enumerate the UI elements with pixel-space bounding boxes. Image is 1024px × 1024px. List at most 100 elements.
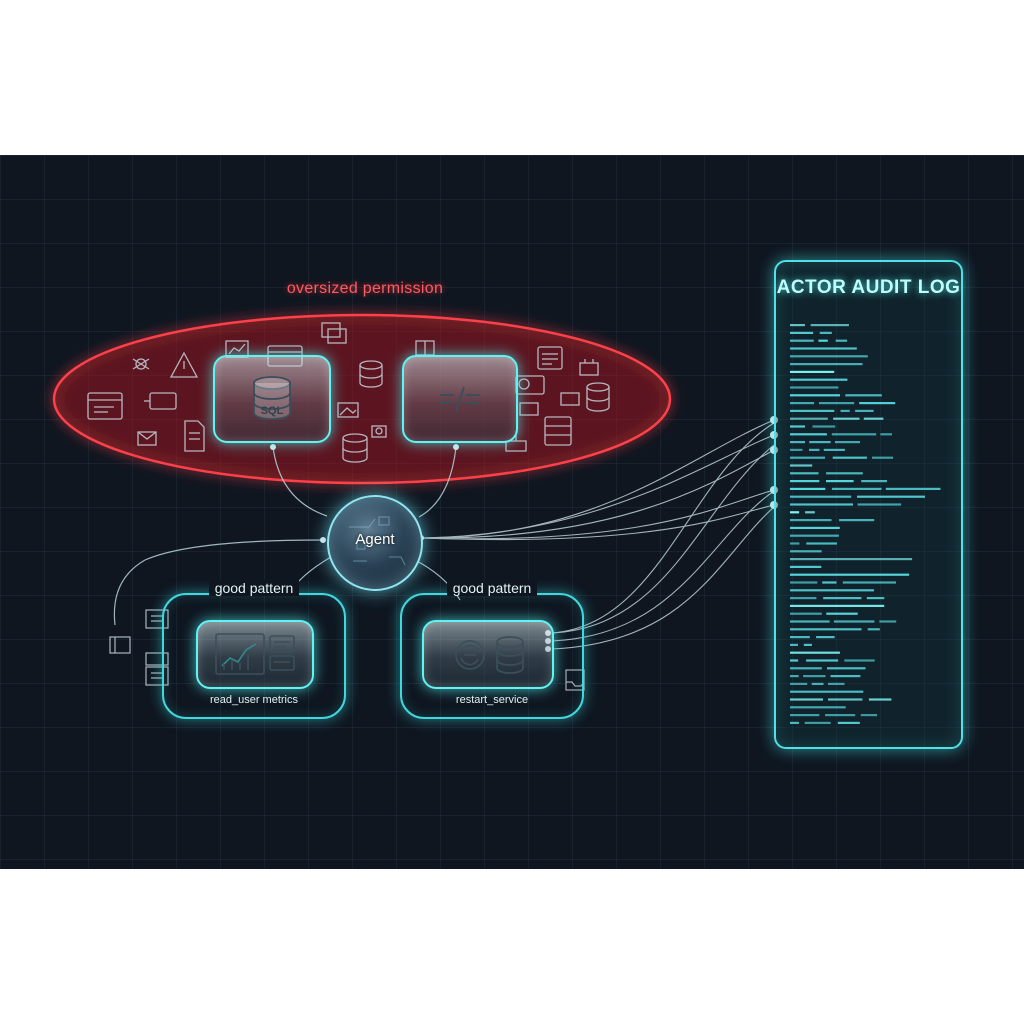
- log-line: [812, 425, 836, 428]
- log-line: [790, 620, 830, 623]
- log-line: [810, 324, 849, 327]
- log-line: [790, 511, 800, 514]
- log-line: [857, 495, 925, 498]
- log-line: [790, 550, 822, 553]
- folder-stack-icon: [145, 652, 169, 666]
- code-tool-node[interactable]: =/=: [402, 355, 518, 443]
- log-line: [855, 409, 874, 412]
- log-line: [790, 573, 910, 576]
- log-line: [790, 417, 828, 420]
- camera-icon: [371, 425, 387, 438]
- log-line: [867, 628, 880, 631]
- log-line: [859, 402, 896, 405]
- database-icon-3: [342, 433, 368, 463]
- actor-audit-log-panel[interactable]: ACTOR AUDIT LOG: [774, 260, 963, 749]
- log-line: [790, 425, 805, 428]
- log-line: [790, 503, 853, 506]
- log-line: [790, 558, 913, 561]
- chart-icon: [215, 633, 295, 675]
- log-line: [823, 597, 862, 600]
- small-window-icon: [560, 392, 580, 406]
- warning-icon: [169, 351, 199, 378]
- log-line: [790, 581, 818, 584]
- log-line: [819, 402, 855, 405]
- log-line: [885, 487, 941, 490]
- log-line: [823, 448, 845, 451]
- log-entries: [790, 324, 941, 724]
- log-line: [834, 441, 860, 444]
- log-line: [831, 433, 877, 436]
- log-line: [790, 464, 813, 467]
- log-line: [790, 448, 803, 451]
- log-line: [790, 519, 832, 522]
- left-side-icons: [109, 609, 169, 686]
- database-icon-2: [359, 360, 383, 388]
- window-icon: [87, 392, 123, 420]
- log-line: [879, 620, 897, 623]
- log-line: [861, 480, 887, 483]
- sql-tool-node[interactable]: SQL: [213, 355, 331, 443]
- log-line: [842, 581, 896, 584]
- group-caption: read_user metrics: [209, 694, 299, 706]
- log-line: [863, 417, 884, 420]
- log-line: [790, 363, 863, 366]
- log-line: [806, 542, 837, 545]
- diagram-canvas: oversized permission SQL =/=: [0, 155, 1024, 869]
- log-line: [790, 402, 815, 405]
- read-user-metrics-tool[interactable]: [196, 620, 314, 689]
- log-line: [790, 409, 835, 412]
- log-line: [830, 675, 861, 678]
- agent-node[interactable]: Agent: [327, 495, 423, 591]
- log-line: [790, 698, 823, 701]
- log-line: [790, 433, 827, 436]
- log-line: [809, 441, 831, 444]
- group-title: good pattern: [446, 580, 538, 596]
- mail-icon: [137, 431, 157, 446]
- log-line: [790, 370, 835, 373]
- log-line: [803, 643, 812, 646]
- log-line: [790, 394, 840, 397]
- log-line: [806, 659, 839, 662]
- log-line: [790, 472, 819, 475]
- log-line: [790, 604, 885, 607]
- log-line: [826, 612, 858, 615]
- restart-service-tool[interactable]: [422, 620, 554, 689]
- log-line: [790, 534, 839, 537]
- circuit-pattern: [349, 516, 406, 566]
- database-icon: [253, 376, 291, 420]
- log-line: [804, 721, 831, 724]
- database-icon-4: [586, 382, 610, 412]
- good-pattern-group-read-metrics: good pattern read_user metrics: [162, 580, 346, 719]
- log-line: [835, 339, 848, 342]
- log-line: [803, 675, 826, 678]
- log-line: [790, 495, 852, 498]
- log-line: [790, 347, 857, 350]
- log-line: [790, 487, 826, 490]
- bug-icon: [132, 358, 150, 370]
- log-line: [844, 659, 875, 662]
- log-line: [790, 682, 808, 685]
- log-line: [790, 589, 874, 592]
- code-icon: [440, 386, 480, 412]
- log-line: [790, 628, 862, 631]
- checklist-icon-2: [145, 666, 169, 686]
- log-line: [790, 667, 822, 670]
- good-pattern-group-restart-service: good pattern restart_service: [400, 580, 584, 719]
- sql-label: SQL: [260, 405, 284, 417]
- log-line: [828, 698, 863, 701]
- log-line: [790, 456, 825, 459]
- list-panel-icon: [537, 346, 563, 370]
- group-caption: restart_service: [455, 694, 529, 706]
- log-line: [790, 386, 839, 389]
- log-line: [790, 355, 868, 358]
- log-line: [816, 636, 835, 639]
- log-line: [790, 565, 822, 568]
- log-line: [790, 651, 840, 654]
- log-line: [790, 714, 820, 717]
- agent-label: Agent: [355, 531, 395, 548]
- checklist-icon: [145, 609, 169, 629]
- audit-log-title: ACTOR AUDIT LOG: [776, 277, 961, 298]
- log-line: [809, 448, 820, 451]
- log-line: [790, 721, 799, 724]
- box-icon: [109, 636, 131, 654]
